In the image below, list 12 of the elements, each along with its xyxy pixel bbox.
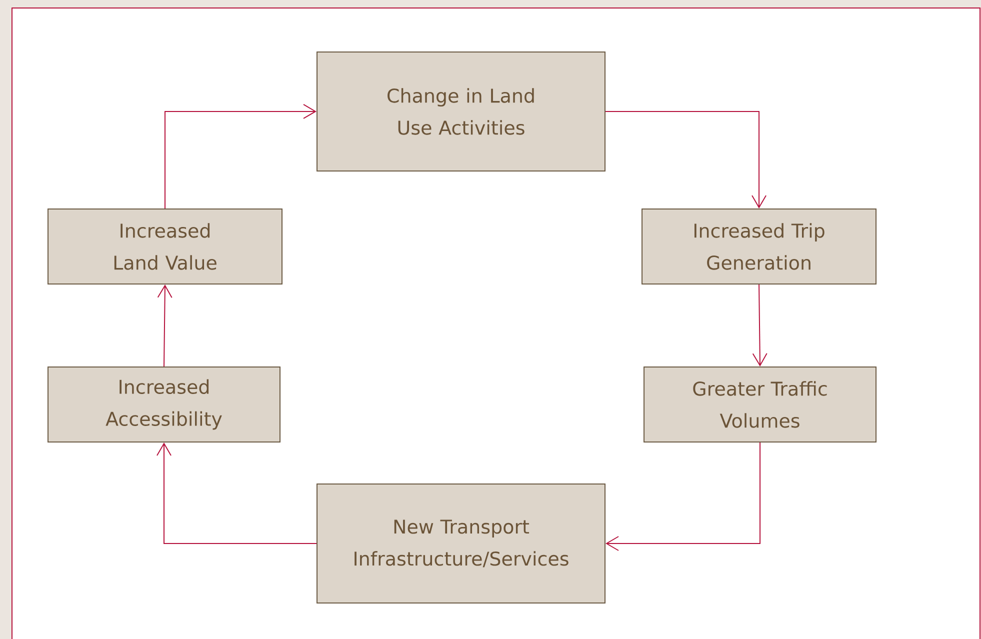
arrow	[752, 284, 768, 366]
process-box: New Transport Infrastructure/Services	[316, 484, 606, 604]
process-box: Increased Land Value	[48, 208, 282, 284]
process-box: Change in Land Use Activities	[316, 52, 606, 172]
arrow	[606, 442, 761, 551]
process-box: Increased Accessibility	[48, 366, 280, 442]
arrow	[157, 284, 172, 367]
arrow	[164, 104, 316, 209]
process-box: Increased Trip Generation	[642, 208, 877, 284]
arrow	[156, 442, 317, 544]
process-box: Greater Traffic Volumes	[644, 366, 877, 442]
arrow	[605, 111, 767, 208]
